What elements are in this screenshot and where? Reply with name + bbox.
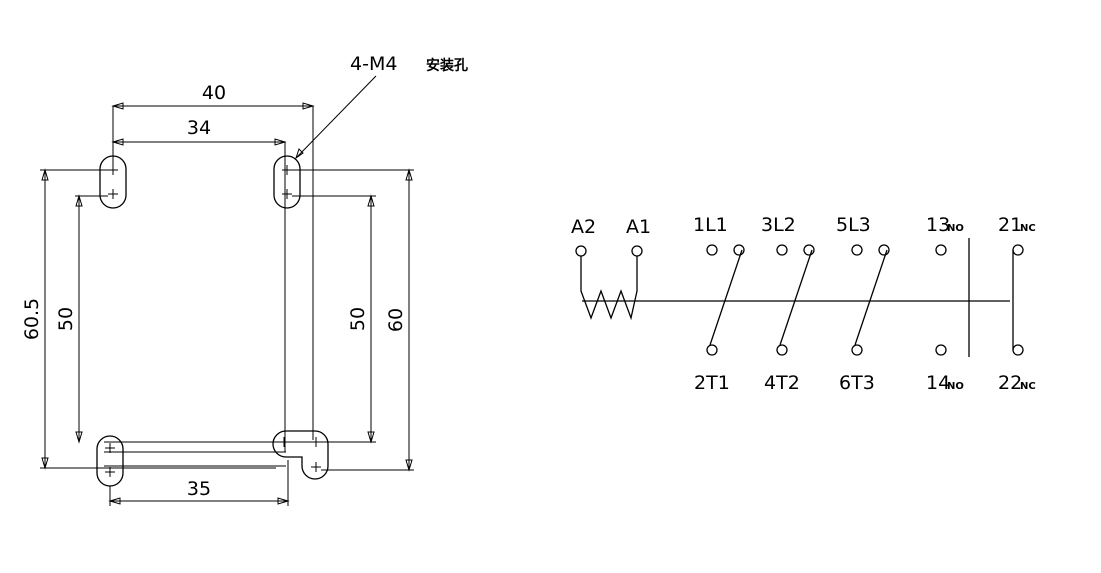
aux-nc-bottom-suffix: NC	[1020, 381, 1036, 392]
dim-top-inner: 34	[187, 117, 211, 139]
pole-1-bottom-label: 2T1	[694, 372, 730, 394]
dim-bottom: 35	[187, 478, 211, 500]
callout-main: 4-M4	[350, 53, 397, 75]
callout-suffix: 安装孔	[426, 57, 468, 74]
coil-a2-label: A2	[571, 216, 596, 238]
pole-1-moving-contact	[733, 244, 745, 256]
pole-3-bottom-label: 6T3	[839, 372, 875, 394]
aux-nc-top-suffix: NC	[1020, 223, 1036, 234]
dim-left-inner: 50	[55, 307, 77, 331]
aux-no-top-number: 13	[926, 214, 950, 236]
mounting-slot-bottom-right	[272, 430, 329, 480]
main-pole-2: 3L2 4T2	[761, 214, 815, 394]
coil-a1-label: A1	[626, 216, 651, 238]
dim-right-outer: 60	[385, 308, 407, 332]
coil-symbol: A2 A1	[571, 216, 651, 321]
aux-contact-nc: 21 NC 22 NC	[998, 214, 1036, 394]
wiring-schematic: A2 A1 1L1 2T1 3L2 4T2 5L3	[571, 214, 1036, 394]
aux-no-bottom-number: 14	[926, 372, 950, 394]
aux-nc-top-number: 21	[998, 214, 1022, 236]
main-pole-3: 5L3 6T3	[836, 214, 890, 394]
aux-no-top-suffix: NO	[947, 223, 964, 234]
main-pole-1: 1L1 2T1	[693, 214, 745, 394]
aux-contact-no: 13 NO 14 NO	[926, 214, 970, 394]
mounting-slot-top-right	[273, 155, 301, 209]
dim-top-outer: 40	[202, 82, 226, 104]
mounting-slot-bottom-left	[96, 435, 124, 487]
pole-1-top-label: 1L1	[693, 214, 728, 236]
pole-2-top-label: 3L2	[761, 214, 796, 236]
aux-no-bottom-suffix: NO	[947, 381, 964, 392]
dim-left-outer: 60.5	[21, 298, 43, 340]
dim-right-inner: 50	[347, 307, 369, 331]
pole-2-bottom-label: 4T2	[764, 372, 800, 394]
aux-nc-bottom-number: 22	[998, 372, 1022, 394]
pole-3-top-label: 5L3	[836, 214, 871, 236]
mounting-drawing: 40 34 35 60.5 50 50 60 4-M4 安装孔	[21, 53, 468, 506]
